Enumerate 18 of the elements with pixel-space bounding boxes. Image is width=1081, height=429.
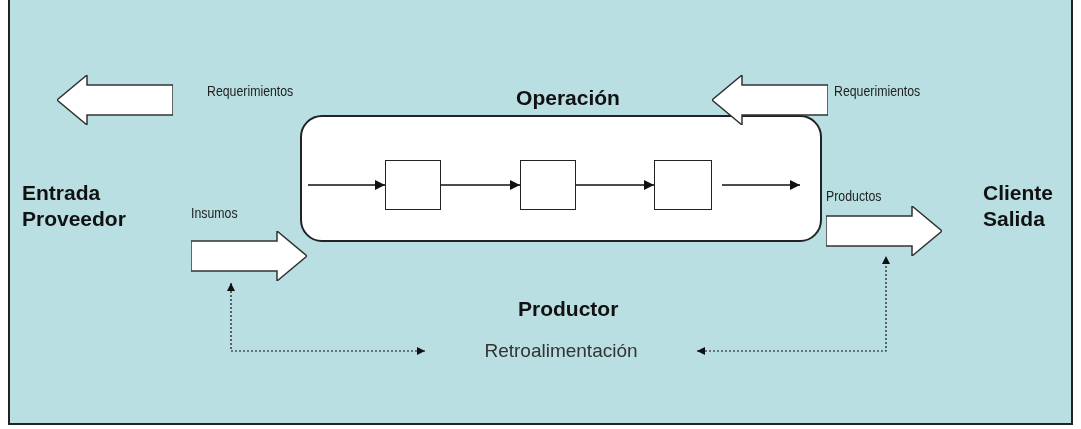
arrow-label: Productos bbox=[826, 188, 882, 204]
dotted-arrow bbox=[696, 255, 891, 356]
dotted-arrow bbox=[226, 282, 426, 356]
group-title: Operación bbox=[515, 85, 621, 111]
process-box bbox=[654, 160, 712, 210]
arrow bbox=[721, 179, 801, 191]
section-label: Productor bbox=[518, 296, 619, 322]
endpoint-label: Cliente Salida bbox=[983, 180, 1054, 232]
arrow bbox=[575, 179, 655, 191]
feedback-label: Retroalimentación bbox=[483, 339, 639, 363]
arrow-label: Insumos bbox=[191, 205, 238, 221]
arrow-label: Requerimientos bbox=[834, 83, 921, 99]
arrow bbox=[440, 179, 521, 191]
endpoint-label: Entrada Proveedor bbox=[22, 180, 127, 232]
process-box bbox=[385, 160, 441, 210]
arrow-label: Requerimientos bbox=[207, 83, 294, 99]
process-box bbox=[520, 160, 576, 210]
arrow bbox=[307, 179, 386, 191]
